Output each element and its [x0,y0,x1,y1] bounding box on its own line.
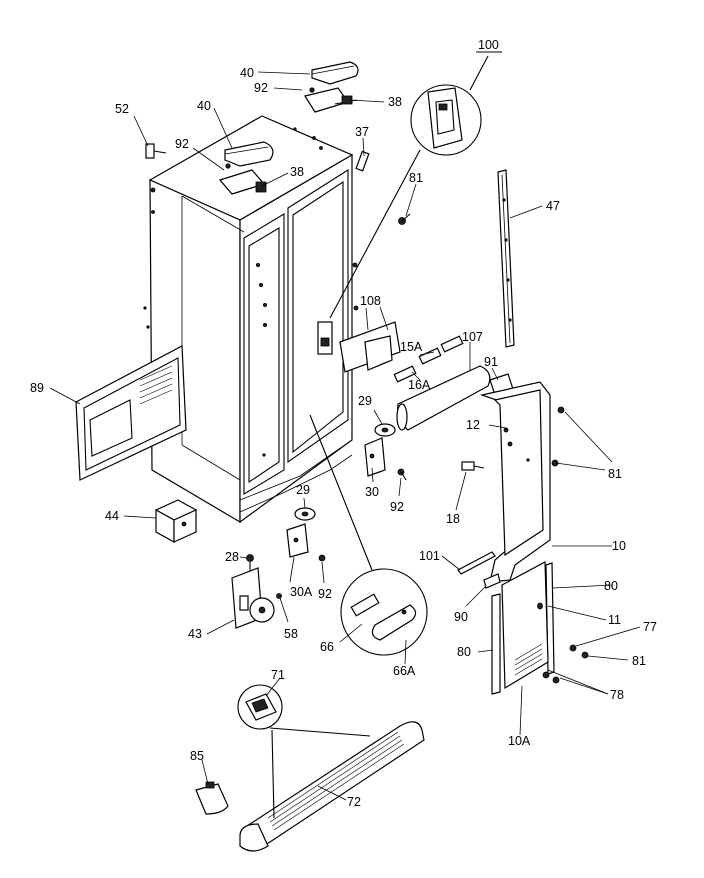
label-77: 77 [643,620,657,634]
label-38-upper: 38 [388,95,402,109]
block-44 [154,499,198,544]
label-30A: 30A [290,585,313,599]
leader-lines [49,71,641,801]
strip-47 [497,169,515,348]
label-40-upper: 40 [240,66,254,80]
label-29-upper: 29 [358,394,372,408]
label-71: 71 [271,668,285,682]
clip-85 [195,781,229,815]
screw-81-top [398,213,411,225]
detail-circle-71 [237,684,371,819]
label-90: 90 [454,610,468,624]
roller-assembly-43 [231,567,275,629]
label-28: 28 [225,550,239,564]
label-108: 108 [360,294,381,308]
label-66A: 66A [393,664,416,678]
label-47: 47 [546,199,560,213]
label-11: 11 [608,613,621,627]
label-80-left: 80 [457,645,471,659]
label-29-lower: 29 [296,483,310,497]
detail-circle-66 [309,414,428,656]
screw-58 [276,593,282,599]
part-labels: 100 40 92 38 52 40 92 38 37 81 47 108 10… [30,38,657,809]
plate-108 [317,321,401,373]
label-92-low: 92 [318,587,332,601]
pin-18 [461,461,485,471]
screws-77-81 [569,644,589,659]
label-78: 78 [610,688,624,702]
washer-29-lower [294,507,316,521]
label-10: 10 [612,539,626,553]
panel-89 [75,345,187,481]
label-107: 107 [462,330,483,344]
screw-28 [246,554,254,572]
label-81-top: 81 [409,171,423,185]
label-12: 12 [466,418,480,432]
strip-80-left [491,593,501,695]
label-40-lower: 40 [197,99,211,113]
screw-52 [145,143,167,159]
rod-101 [457,551,496,575]
grille-72 [239,721,425,852]
label-92-upper: 92 [254,81,268,95]
bracket-30 [364,437,386,477]
label-10A: 10A [508,734,531,748]
label-85: 85 [190,749,204,763]
hinge-cover-40-upper [311,61,359,85]
label-52: 52 [115,102,129,116]
bracket-30A [286,523,309,558]
pin-37 [355,150,370,172]
screw-92-low [318,554,326,562]
label-91: 91 [484,355,498,369]
label-92-lower: 92 [175,137,189,151]
screw-92-mid [397,468,407,481]
screws-78 [542,671,560,684]
label-100: 100 [478,38,499,52]
label-44: 44 [105,509,119,523]
washer-29-upper [374,423,396,437]
label-43: 43 [188,627,202,641]
label-80-right: 80 [604,579,618,593]
label-18: 18 [446,512,460,526]
hinge-38-upper [304,87,358,113]
label-16A: 16A [408,378,431,392]
bracket-10 [479,381,551,583]
hinge-cover-40-lower [224,141,274,167]
hinge-38-lower [218,163,267,195]
label-81-right: 81 [608,467,622,481]
label-81-low: 81 [632,654,646,668]
label-101: 101 [419,549,440,563]
label-38-lower: 38 [290,165,304,179]
screws-81-right [551,406,565,467]
label-89: 89 [30,381,44,395]
duct-107 [396,365,491,431]
label-72: 72 [347,795,361,809]
clip-90 [483,573,501,589]
label-15A: 15A [400,340,423,354]
label-37: 37 [355,125,369,139]
label-30: 30 [365,485,379,499]
label-92-mid: 92 [390,500,404,514]
pins-15A-16A [393,335,464,383]
label-58: 58 [284,627,298,641]
detail-circle-100 [329,51,502,319]
label-66: 66 [320,640,334,654]
kick-plate-10A [501,561,549,690]
